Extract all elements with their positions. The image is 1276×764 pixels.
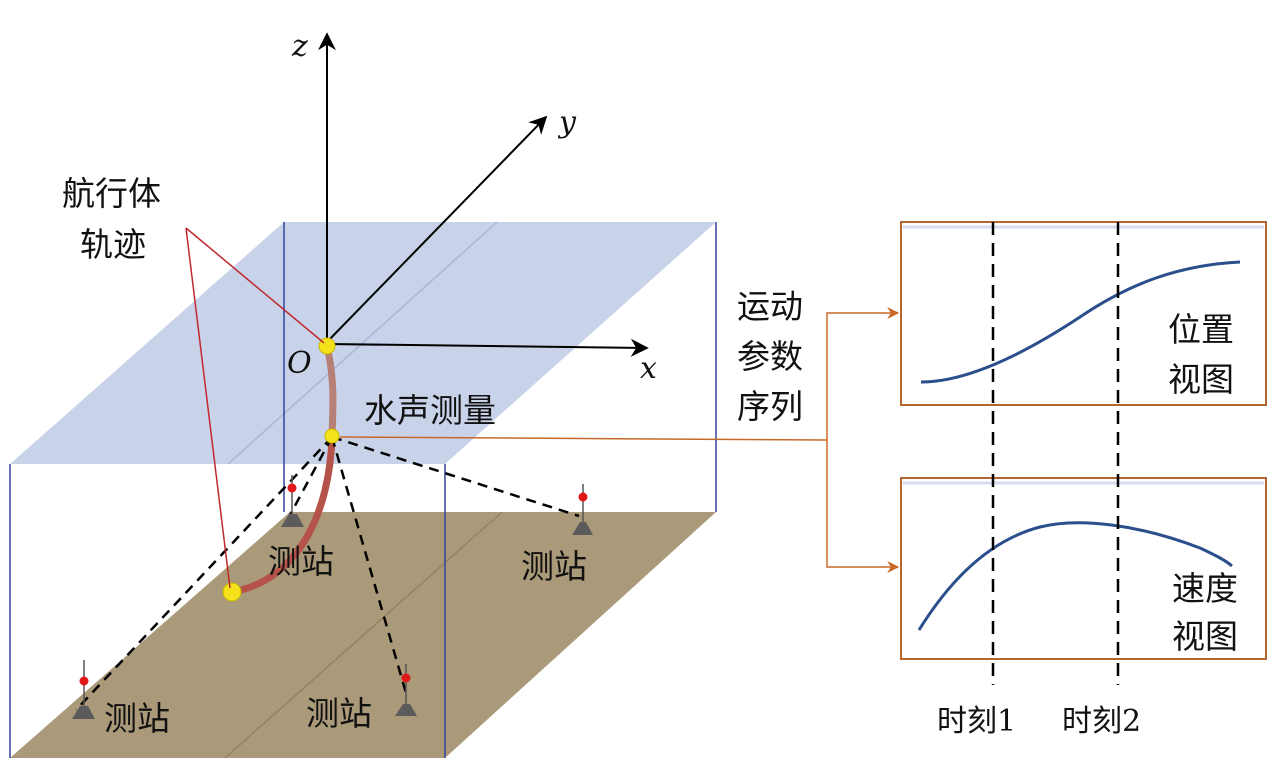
vehicle-point-end <box>222 582 242 602</box>
position-view-label-line2: 视图 <box>1168 360 1234 399</box>
trajectory-label-line2: 轨迹 <box>80 225 146 264</box>
acoustic-connector-line <box>339 436 828 441</box>
water-surface-seam <box>227 221 498 465</box>
y-axis-label: y <box>557 105 577 140</box>
station-marker <box>572 484 593 535</box>
trajectory-label-line1: 航行体 <box>62 174 161 213</box>
connector-to-position-view <box>826 307 900 440</box>
velocity-curve <box>917 521 1233 631</box>
box-frame <box>9 222 717 758</box>
station-label: 测站 <box>521 547 587 586</box>
x-axis-label: x <box>640 351 657 386</box>
vehicle-trajectory-lower <box>228 432 336 596</box>
station-marker <box>281 475 304 527</box>
connector-to-velocity-view <box>826 440 900 573</box>
station-marker <box>395 664 417 716</box>
velocity-view-panel <box>900 477 1267 660</box>
station-label: 测站 <box>268 542 334 581</box>
trajectory-leader-lines <box>185 227 325 589</box>
sequence-label-line3: 序列 <box>737 387 803 426</box>
station-label: 测站 <box>306 694 372 733</box>
vehicle-point-measure <box>324 428 340 444</box>
x-axis <box>326 338 649 357</box>
sequence-label-line2: 参数 <box>737 337 803 376</box>
position-curve <box>920 260 1241 384</box>
time-2-label: 时刻2 <box>1062 704 1141 739</box>
velocity-view-label-line1: 速度 <box>1172 569 1238 608</box>
station-label: 测站 <box>104 699 170 738</box>
velocity-view-label-line2: 视图 <box>1172 617 1238 656</box>
sequence-label-line1: 运动 <box>737 287 803 326</box>
station-marker <box>72 660 95 719</box>
seabed-seam <box>224 511 503 759</box>
origin-label: O <box>287 346 312 381</box>
y-axis <box>326 115 548 343</box>
vehicle-trajectory-upper <box>323 342 337 440</box>
acoustic-measurement-label: 水声测量 <box>364 391 496 430</box>
position-view-label-line1: 位置 <box>1168 310 1234 349</box>
z-axis-label: z <box>291 29 308 64</box>
time-1-label: 时刻1 <box>937 704 1016 739</box>
acoustic-ranging-lines <box>75 435 580 711</box>
